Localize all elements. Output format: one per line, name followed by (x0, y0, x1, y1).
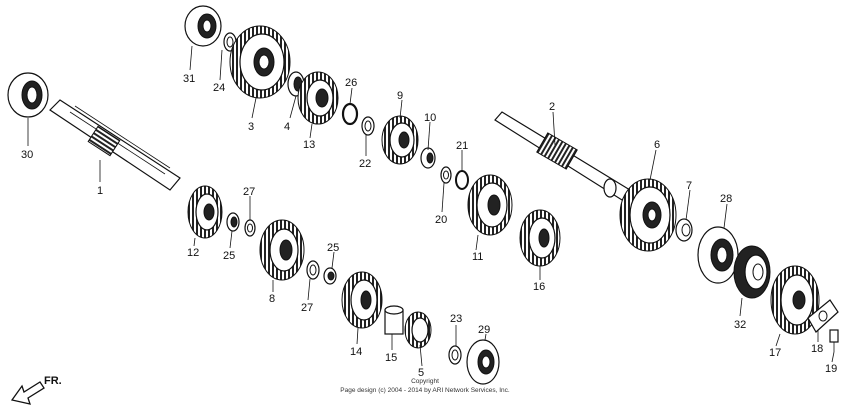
callout-10: 10 (424, 112, 436, 124)
caption-line2: Page design (c) 2004 - 2014 by ARI Netwo… (340, 387, 510, 394)
callout-21: 21 (456, 140, 468, 152)
gear-11 (467, 174, 513, 236)
callout-27-lower: 27 (301, 302, 313, 314)
callout-29: 29 (478, 324, 490, 336)
callout-30: 30 (21, 149, 33, 161)
callout-2: 2 (549, 101, 555, 113)
gear-8 (259, 219, 305, 281)
countershaft (494, 111, 631, 201)
callout-14: 14 (350, 346, 362, 358)
circlip-21 (455, 170, 469, 190)
arrow-down-left-icon (10, 381, 45, 405)
direction-label: FR. (44, 375, 62, 387)
callout-24: 24 (213, 82, 225, 94)
bearing-31 (184, 5, 222, 47)
callout-31: 31 (183, 73, 195, 85)
callout-26: 26 (345, 77, 357, 89)
callout-1: 1 (97, 185, 103, 197)
callout-3: 3 (248, 121, 254, 133)
callout-13: 13 (303, 139, 315, 151)
washer-22 (361, 116, 375, 136)
washer-27-lower (306, 260, 320, 280)
bearing-29 (466, 339, 500, 385)
bearing-28 (697, 226, 739, 284)
oil-seal-32 (733, 245, 771, 299)
fixing-plate-18 (807, 299, 839, 333)
callout-22: 22 (359, 158, 371, 170)
drive-sprocket-17 (770, 265, 820, 335)
gear-14 (341, 271, 383, 329)
callout-20: 20 (435, 214, 447, 226)
main-shaft (49, 99, 181, 191)
callout-15: 15 (385, 352, 397, 364)
washer-20 (440, 166, 452, 184)
callout-8: 8 (269, 293, 275, 305)
bushing-10 (420, 147, 436, 169)
leader-lines (27, 45, 835, 367)
callout-23: 23 (450, 313, 462, 325)
callout-labels: 1 2 3 4 5 6 7 8 9 10 11 12 13 14 15 16 1… (21, 73, 837, 379)
caption-line1: Copyright (411, 378, 439, 385)
gear-3 (229, 25, 291, 99)
front-direction-indicator: FR. (10, 375, 62, 405)
gear-12 (187, 185, 223, 239)
callout-11: 11 (472, 251, 483, 263)
callout-19: 19 (825, 363, 837, 375)
callout-12: 12 (187, 247, 199, 259)
bearing-30 (7, 72, 49, 118)
callout-25-upper: 25 (223, 250, 235, 262)
callout-17: 17 (769, 347, 781, 359)
gear-16 (519, 209, 561, 267)
callout-5: 5 (418, 367, 424, 379)
collar-25-upper (226, 212, 240, 232)
callout-18: 18 (811, 343, 823, 355)
washer-23 (448, 345, 462, 365)
callout-28: 28 (720, 193, 732, 205)
gear-6 (619, 178, 677, 252)
gear-13 (297, 71, 339, 125)
bushing-15 (384, 305, 404, 335)
callout-7: 7 (686, 180, 692, 192)
callout-27-upper: 27 (243, 186, 255, 198)
collar-7 (675, 218, 693, 242)
gear-5 (404, 311, 432, 349)
circlip-26 (341, 102, 359, 126)
callout-25-lower: 25 (327, 242, 339, 254)
callout-9: 9 (397, 90, 403, 102)
washer-27-upper (244, 219, 256, 237)
callout-4: 4 (284, 121, 290, 133)
bolt-19 (829, 329, 839, 352)
callout-6: 6 (654, 139, 660, 151)
collar-25-lower (323, 267, 337, 285)
gear-9 (381, 115, 419, 165)
copyright-caption: Copyright Page design (c) 2004 - 2014 by… (340, 378, 510, 394)
callout-16: 16 (533, 281, 545, 293)
callout-32: 32 (734, 319, 746, 331)
